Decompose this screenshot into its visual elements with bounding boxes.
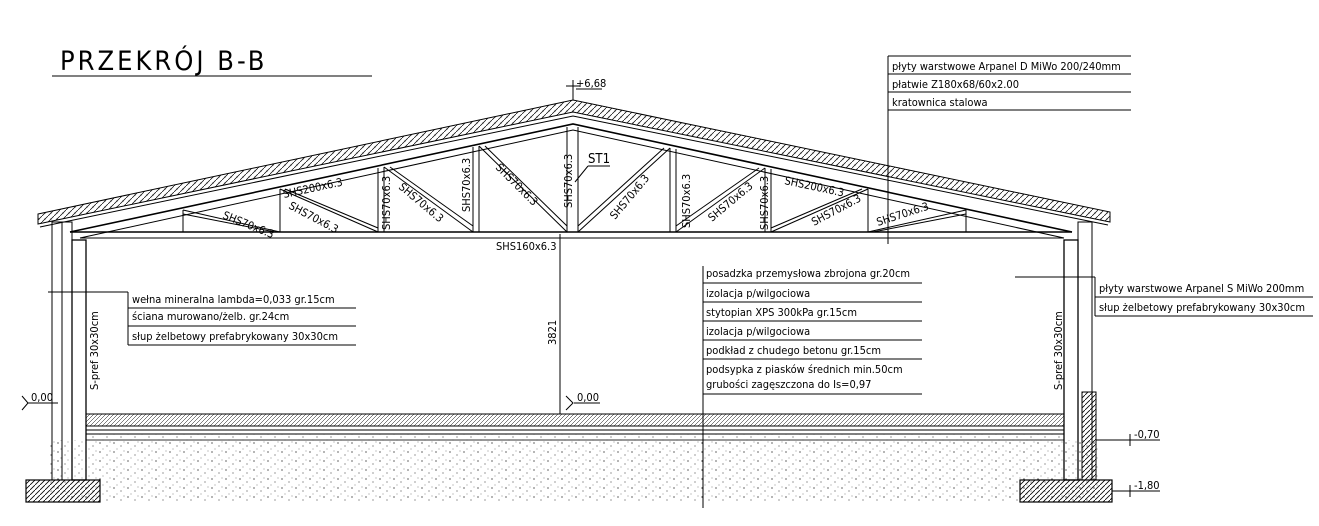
right-footing: [1019, 479, 1113, 503]
bottom-chord-label: SHS160x6.3: [496, 240, 556, 253]
member-label: SHS70x6.3: [758, 176, 771, 230]
column-label-left: S-pref 30x30cm: [88, 311, 101, 390]
svg-text:+6,68: +6,68: [576, 77, 606, 90]
member-label: SHS70x6.3: [493, 161, 541, 209]
ridge-level-mark: +6,68: [566, 77, 606, 100]
svg-text:izolacja p/wilgociowa: izolacja p/wilgociowa: [706, 325, 810, 338]
svg-text:stytopian XPS 300kPa gr.15cm: stytopian XPS 300kPa gr.15cm: [706, 306, 857, 319]
svg-text:izolacja p/wilgociowa: izolacja p/wilgociowa: [706, 287, 810, 300]
detail-mark-st1: ST1: [588, 152, 610, 167]
drawing-title: PRZEKRÓJ B-B: [60, 45, 267, 77]
left-wall-notes-table: wełna mineralna lambda=0,033 gr.15cm ści…: [48, 291, 356, 346]
roof-notes-table: płyty warstwowe Arpanel D MiWo 200/240mm…: [887, 55, 1131, 244]
level-mark-footing-bottom: -1,80: [1112, 479, 1160, 497]
member-label: SHS70x6.3: [680, 174, 693, 228]
svg-text:słup żelbetowy prefabrykowany: słup żelbetowy prefabrykowany 30x30cm: [1099, 301, 1305, 314]
svg-text:-1,80: -1,80: [1134, 479, 1160, 492]
svg-text:0,00: 0,00: [31, 391, 53, 404]
svg-text:podsypka z piasków średnich mi: podsypka z piasków średnich min.50cm: [706, 363, 903, 376]
column-label-right: S-pref 30x30cm: [1052, 311, 1065, 390]
left-footing: [25, 479, 101, 503]
svg-text:-0,70: -0,70: [1134, 428, 1160, 441]
svg-text:kratownica stalowa: kratownica stalowa: [892, 96, 988, 109]
level-mark-footing-top: -0,70: [1096, 428, 1160, 446]
svg-text:grubości zagęszczona do Is=0,9: grubości zagęszczona do Is=0,97: [706, 378, 871, 391]
member-label: SHS70x6.3: [396, 180, 446, 225]
steel-truss: [69, 123, 1073, 239]
floor-slab: [50, 413, 1100, 502]
svg-text:ściana murowano/żelb. gr.24cm: ściana murowano/żelb. gr.24cm: [132, 310, 289, 323]
level-mark-left-floor: 0,00: [21, 391, 58, 411]
svg-text:podkład z chudego betonu gr.15: podkład z chudego betonu gr.15cm: [706, 344, 881, 357]
member-label: SHS70x6.3: [380, 176, 393, 230]
level-mark-center-floor: 0,00: [565, 391, 600, 411]
svg-text:płyty warstwowe Arpanel S MiWo: płyty warstwowe Arpanel S MiWo 200mm: [1099, 282, 1304, 295]
member-label: SHS70x6.3: [287, 199, 341, 236]
right-wall-notes-table: płyty warstwowe Arpanel S MiWo 200mm słu…: [1015, 276, 1313, 317]
svg-text:3821: 3821: [546, 320, 559, 345]
member-label: SHS200x6.3: [783, 174, 845, 199]
height-dimension: 3821: [546, 234, 561, 414]
svg-text:płyty warstwowe Arpanel D MiWo: płyty warstwowe Arpanel D MiWo 200/240mm: [892, 60, 1121, 73]
svg-text:płatwie Z180x68/60x2.00: płatwie Z180x68/60x2.00: [892, 78, 1019, 91]
member-label: SHS70x6.3: [562, 154, 575, 208]
svg-text:słup żelbetowy prefabrykowany: słup żelbetowy prefabrykowany 30x30cm: [132, 330, 338, 343]
svg-text:posadzka przemysłowa zbrojona: posadzka przemysłowa zbrojona gr.20cm: [706, 267, 910, 280]
floor-notes-table: posadzka przemysłowa zbrojona gr.20cm iz…: [702, 266, 922, 508]
svg-text:wełna mineralna lambda=0,033 g: wełna mineralna lambda=0,033 gr.15cm: [132, 293, 335, 306]
member-label: SHS70x6.3: [706, 179, 756, 224]
svg-text:0,00: 0,00: [577, 391, 599, 404]
member-label: SHS70x6.3: [460, 158, 473, 212]
member-label: SHS70x6.3: [221, 209, 276, 241]
